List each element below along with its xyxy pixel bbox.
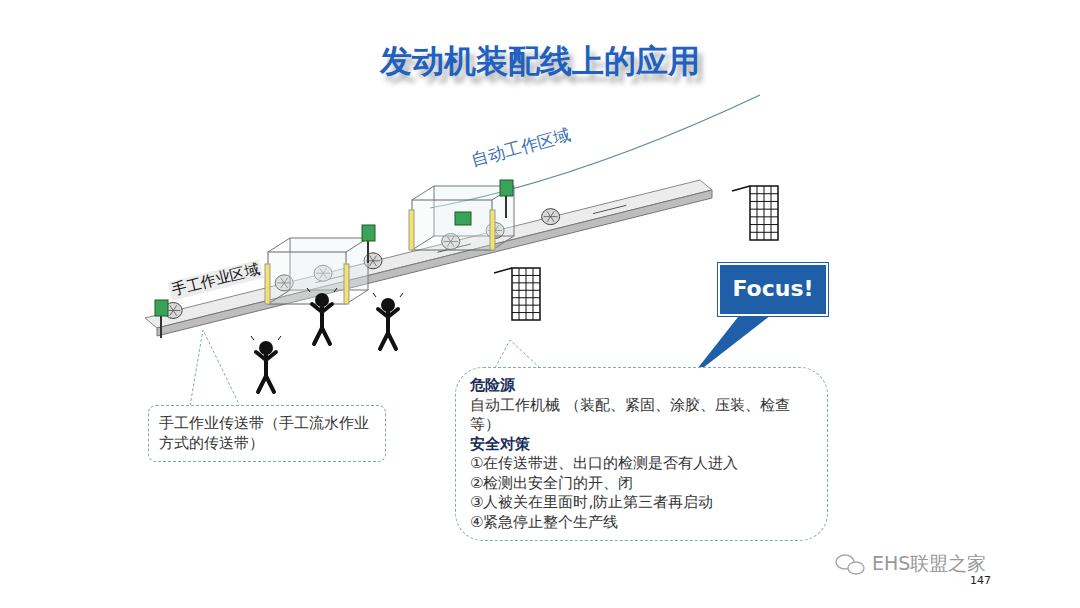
callout-box: 危险源自动工作机械 （装配、紧固、涂胶、压装、检查等）安全对策①在传送带进、出口… [455, 367, 828, 541]
machine-cage [265, 238, 368, 304]
callout-tail [495, 340, 540, 368]
watermark: EHS联盟之家 [870, 551, 988, 577]
engine-icon [542, 209, 560, 225]
body-text: ③人被关在里面时,防止第三者再启动 [470, 493, 813, 513]
watermark-icon [836, 555, 864, 574]
machine-cage [409, 186, 514, 250]
green-stand [500, 180, 513, 218]
heading-text: 安全对策 [470, 435, 813, 455]
light-curtain [494, 268, 540, 320]
callout-tail [190, 330, 240, 406]
body-text: ④紧急停止整个生产线 [470, 513, 813, 533]
worker-figure [251, 336, 281, 392]
conveyor-belt [145, 180, 712, 328]
body-text: ②检测出安全门的开、闭 [470, 474, 813, 494]
heading-text: Focus! [724, 275, 822, 304]
green-stand [362, 225, 375, 263]
body-text: 自动工作机械 （装配、紧固、涂胶、压装、检查等） [470, 396, 813, 435]
area-label: 自动工作区域 [467, 123, 575, 173]
heading-text: 危险源 [470, 376, 813, 396]
flow-arrow [593, 205, 626, 213]
green-stand [155, 300, 168, 338]
conveyor-side [157, 190, 712, 336]
diagram-title: 发动机装配线上的应用 [0, 40, 1080, 84]
body-text: 手工作业传送带（手工流水作业方式的传送带） [159, 414, 375, 453]
page-number: 147 [968, 574, 993, 587]
light-curtain [732, 186, 778, 240]
callout-box: 手工作业传送带（手工流水作业方式的传送带） [148, 405, 386, 462]
worker-figure [307, 288, 337, 344]
body-text: ①在传送带进、出口的检测是否有人进入 [470, 454, 813, 474]
focus-box: Focus! [718, 263, 828, 316]
control-panel [455, 212, 471, 225]
worker-figure [373, 293, 403, 349]
